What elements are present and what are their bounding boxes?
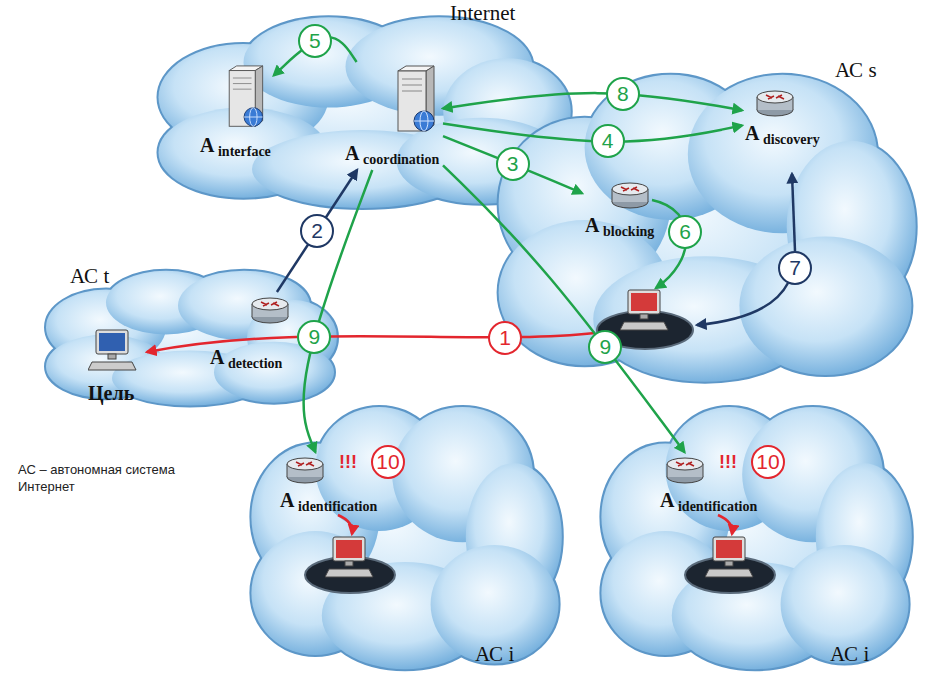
- agent-node: Цель: [88, 328, 138, 403]
- cloud-shape: [245, 390, 565, 672]
- cloud-label: АС i: [830, 642, 869, 667]
- message-arrow: [443, 93, 742, 110]
- agent-label: Цель: [88, 383, 138, 403]
- legend-note: АС – автономная система Интернет: [18, 462, 183, 496]
- cloud-region: АС i A identification: [245, 390, 565, 672]
- pc-icon: [88, 328, 138, 373]
- attack-arrow: [147, 333, 595, 352]
- agent-node: A identification: [660, 455, 757, 514]
- agent-label: A coordination: [345, 143, 440, 167]
- bot-host: [305, 537, 395, 593]
- callout-number: 10: [371, 445, 405, 479]
- callout-number: 7: [778, 251, 812, 285]
- discovery-arrow: [792, 174, 795, 251]
- agent-label: A detection: [210, 347, 290, 371]
- discovery-arrow: [697, 283, 788, 325]
- cloud-label: АС s: [835, 58, 877, 83]
- message-arrow: [443, 165, 684, 452]
- cloud-label: АС t: [70, 264, 109, 289]
- cloud-label: Internet: [450, 1, 515, 26]
- agent-label: A interface: [200, 135, 271, 159]
- message-arrow: [277, 170, 357, 292]
- router-icon: [285, 455, 325, 485]
- callout-number: 5: [298, 24, 332, 58]
- callout-number: 2: [300, 214, 334, 248]
- cloud-region: АС t Цель A detection: [40, 262, 340, 407]
- agent-node: A discovery: [745, 88, 820, 147]
- callout-number: 9: [297, 320, 331, 354]
- identify-arrow: [338, 515, 352, 534]
- message-arrow: [304, 170, 373, 452]
- router-icon: [665, 455, 705, 485]
- alert-mark: !!!: [339, 452, 357, 472]
- agent-label: A discovery: [745, 123, 820, 147]
- callout-number: 1: [488, 321, 522, 355]
- callout-number: 3: [496, 147, 530, 181]
- identify-arrow: [718, 515, 732, 534]
- cloud-region: АС i A identification: [595, 390, 915, 672]
- router-icon: [250, 295, 290, 325]
- router-icon: [755, 88, 795, 118]
- callout-number: 6: [668, 215, 702, 249]
- agent-node: A detection: [210, 295, 290, 371]
- callout-number: 4: [591, 124, 625, 158]
- cloud-shape: [595, 390, 915, 672]
- cloud-label: АС i: [475, 642, 514, 667]
- bot-host: [685, 537, 775, 593]
- agent-node: A identification: [280, 455, 377, 514]
- agent-label: A identification: [280, 490, 377, 514]
- router-icon: [610, 180, 650, 210]
- server-icon: [220, 65, 270, 130]
- agent-label: A identification: [660, 490, 757, 514]
- agent-node: A blocking: [585, 180, 654, 239]
- callout-number: 8: [606, 77, 640, 111]
- callout-number: 10: [751, 445, 785, 479]
- agent-node: A interface: [200, 65, 271, 159]
- alert-mark: !!!: [719, 452, 737, 472]
- agent-node: A coordination: [345, 65, 440, 167]
- server-icon: [390, 65, 440, 135]
- callout-number: 9: [588, 330, 622, 364]
- agent-label: A blocking: [585, 215, 654, 239]
